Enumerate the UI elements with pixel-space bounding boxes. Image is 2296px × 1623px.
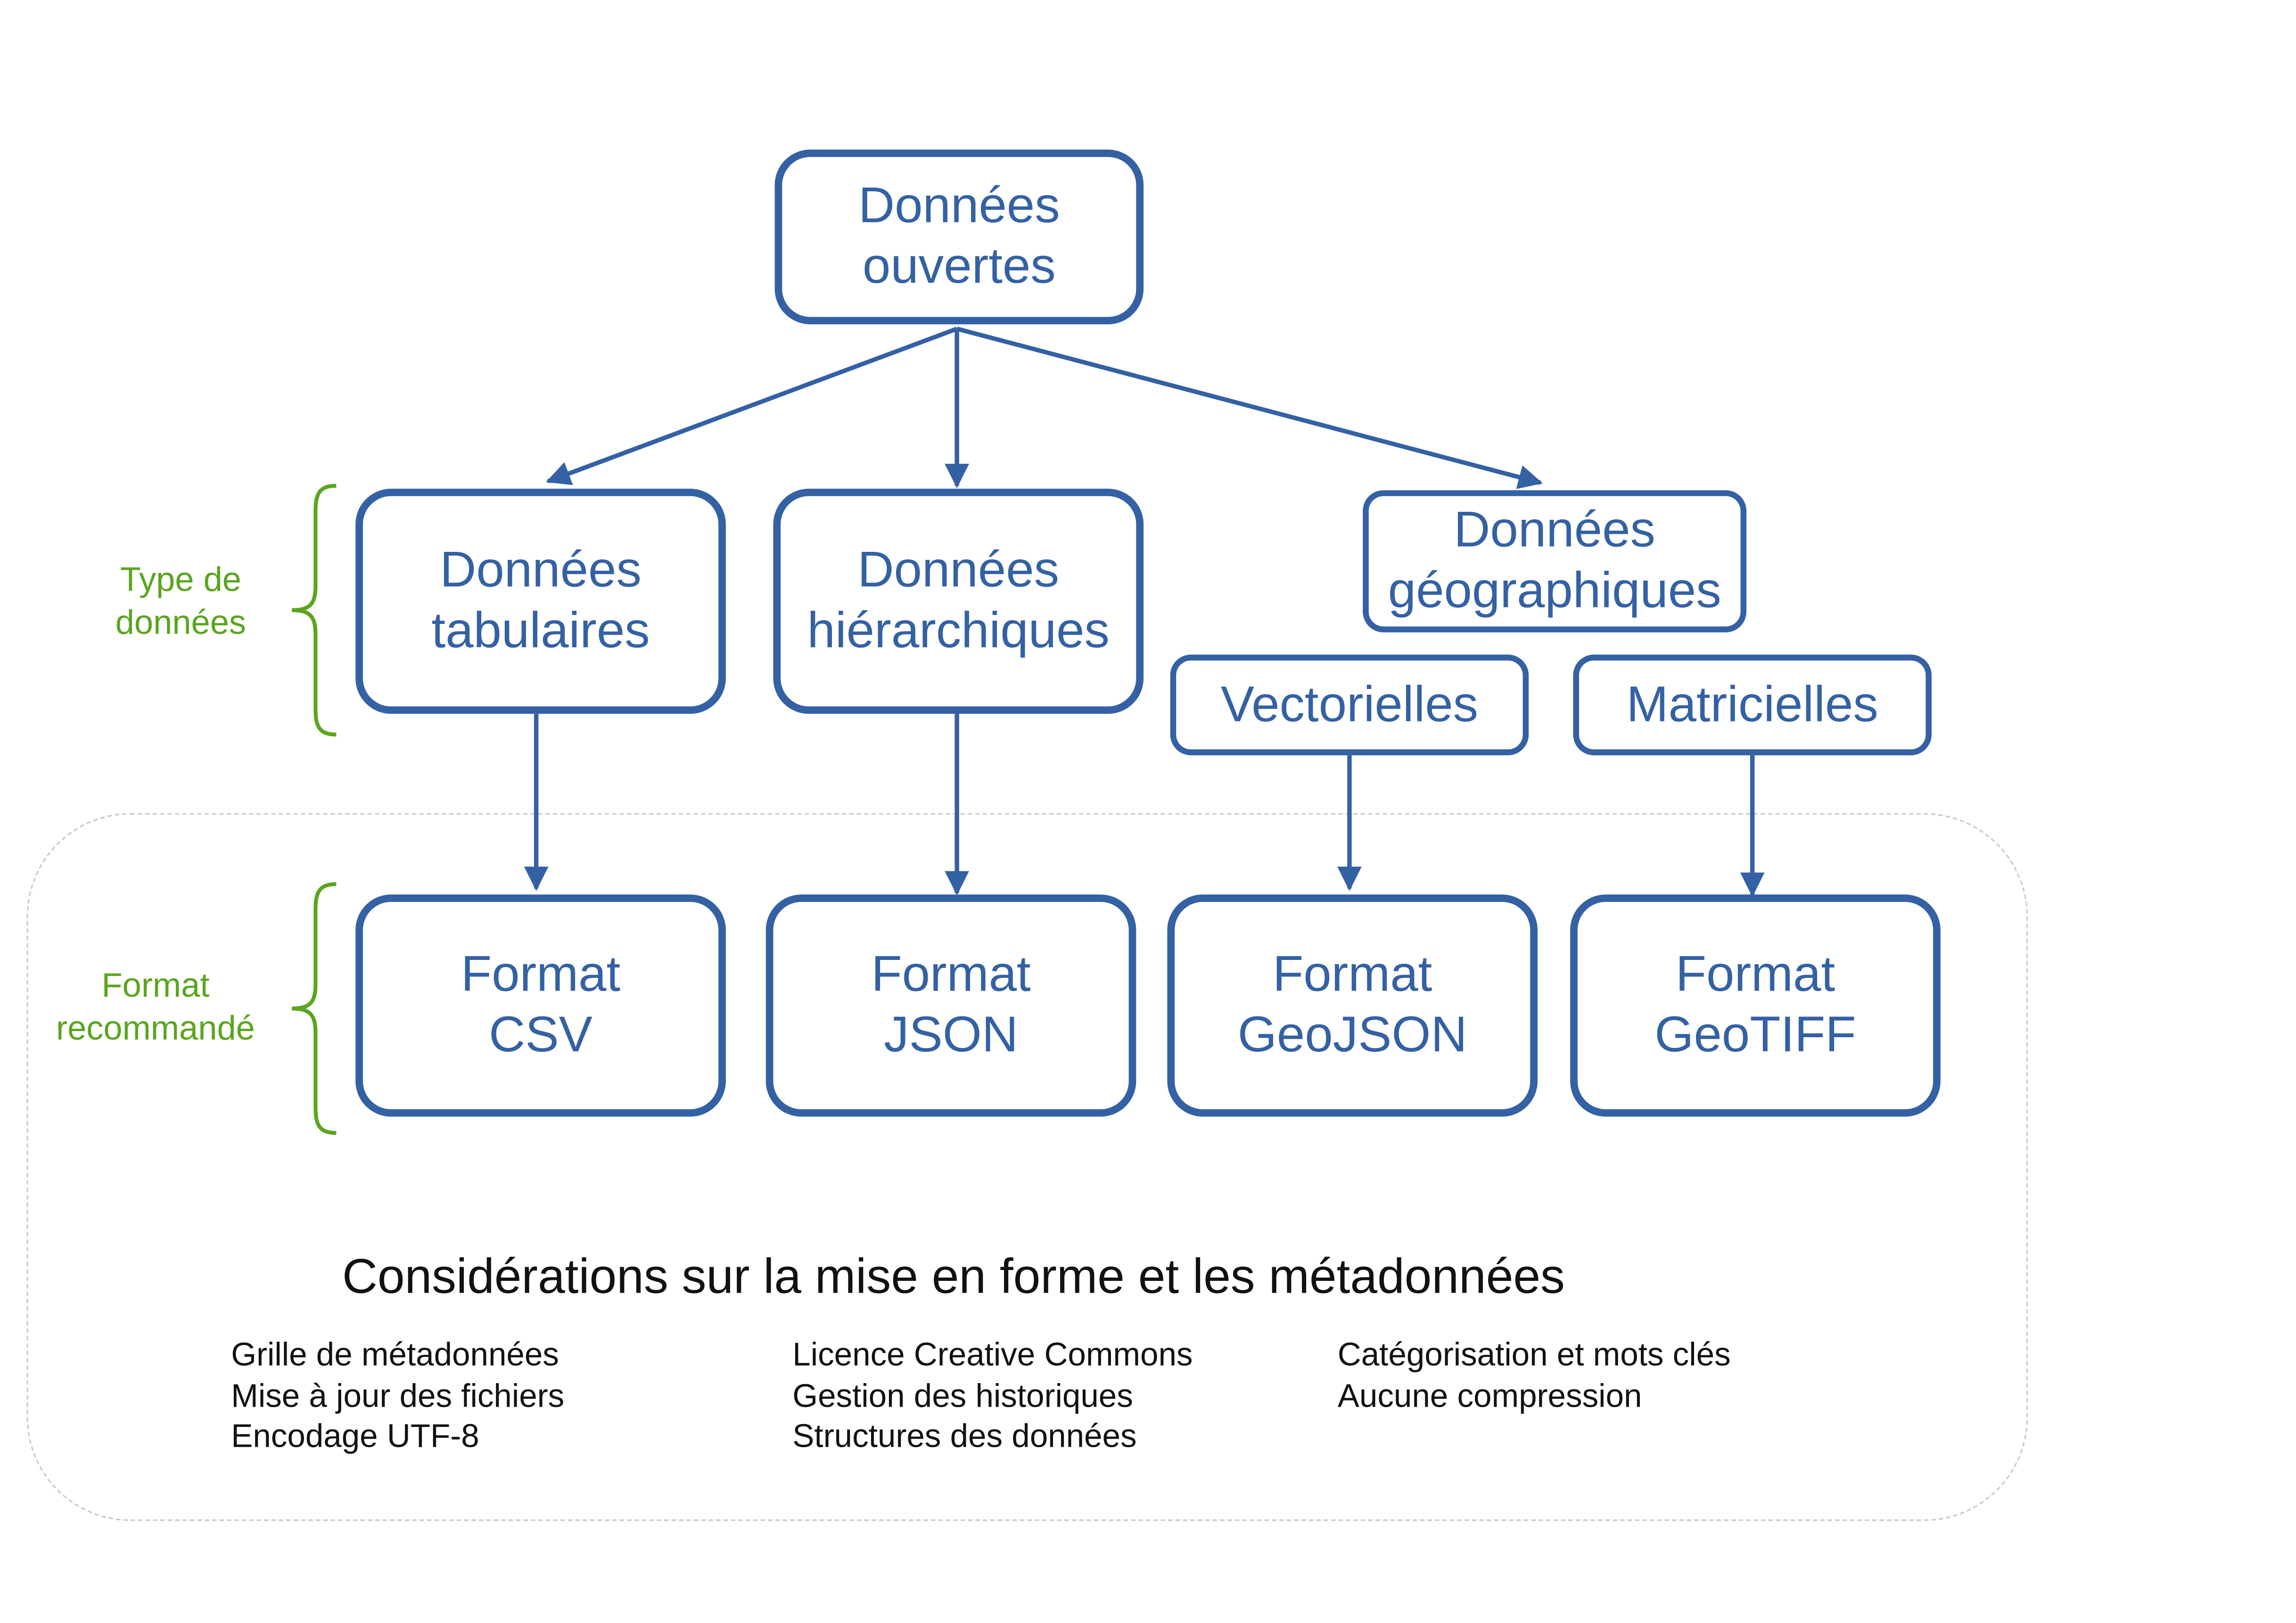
considerations-column-3: Catégorisation et mots clés Aucune compr… [1338, 1334, 1731, 1416]
consideration-item: Aucune compression [1337, 1377, 1642, 1414]
consideration-item: Structures des données [792, 1417, 1137, 1455]
considerations-title: Considérations sur la mise en forme et l… [342, 1248, 1565, 1303]
brace-type-icon [292, 484, 337, 737]
node-format-geotiff: Format GeoTIFF [1570, 894, 1941, 1117]
consideration-item: Encodage UTF-8 [231, 1417, 479, 1455]
consideration-item: Catégorisation et mots clés [1337, 1336, 1731, 1373]
consideration-item: Gestion des historiques [792, 1377, 1133, 1414]
node-vector: Vectorielles [1170, 655, 1529, 755]
node-format-csv: Format CSV [355, 894, 726, 1117]
arrow-root-to-tabular [545, 327, 958, 485]
considerations-column-1: Grille de métadonnées Mise à jour des fi… [231, 1334, 564, 1456]
node-raster: Matricielles [1573, 655, 1932, 755]
node-format-json: Format JSON [765, 894, 1136, 1117]
brace-format-icon [292, 882, 337, 1135]
consideration-item: Mise à jour des fichiers [231, 1377, 565, 1414]
node-open-data: Données ouvertes [774, 149, 1144, 325]
node-tabular-data: Données tabulaires [355, 489, 726, 714]
node-format-geojson: Format GeoJSON [1167, 894, 1538, 1117]
consideration-item: Grille de métadonnées [231, 1336, 559, 1373]
node-hierarchical-data: Données hiérarchiques [773, 489, 1144, 714]
node-geographic-data: Données géographiques [1363, 490, 1747, 632]
consideration-item: Licence Creative Commons [792, 1336, 1193, 1373]
considerations-column-2: Licence Creative Commons Gestion des his… [792, 1334, 1193, 1456]
label-recommended-format: Format recommandé [56, 965, 255, 1047]
arrow-root-to-geographic [956, 327, 1543, 489]
label-data-type: Type de données [115, 559, 247, 641]
considerations-panel [26, 813, 2028, 1521]
